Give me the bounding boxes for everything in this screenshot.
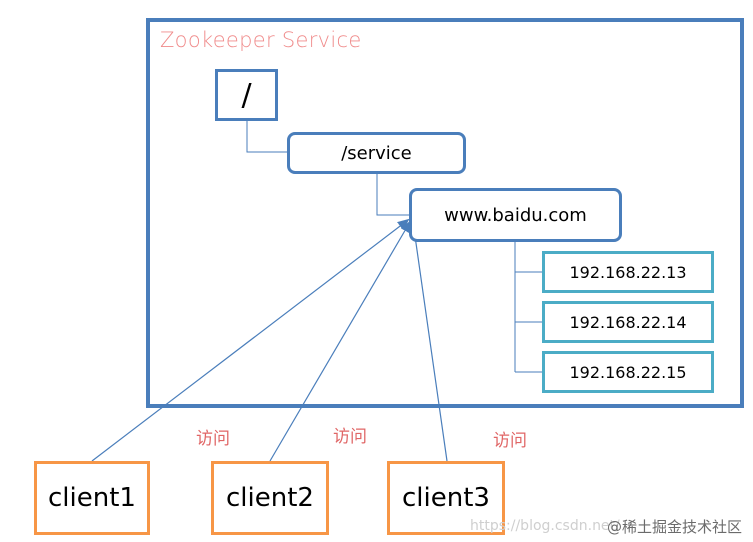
root-node: / xyxy=(215,69,278,121)
ip-node-3: 192.168.22.15 xyxy=(542,351,714,393)
connector-host-ips xyxy=(514,242,542,373)
service-node: /service xyxy=(287,132,466,174)
service-title: Zookeeper Service xyxy=(160,28,362,52)
client-node-1: client1 xyxy=(34,461,150,535)
connector-root-service xyxy=(246,121,287,153)
client-node-3: client3 xyxy=(387,461,505,535)
ip-node-1: 192.168.22.13 xyxy=(542,251,714,293)
access-label-2: 访问 xyxy=(333,427,367,447)
zookeeper-service-container xyxy=(146,18,744,408)
host-node: www.baidu.com xyxy=(409,188,622,242)
watermark-url: https://blog.csdn.net/ xyxy=(470,518,620,534)
client-node-2: client2 xyxy=(211,461,329,535)
watermark-brand: @稀土掘金技术社区 xyxy=(607,518,743,536)
connector-service-host xyxy=(376,174,409,216)
ip-node-2: 192.168.22.14 xyxy=(542,301,714,343)
access-label-3: 访问 xyxy=(493,431,527,451)
access-label-1: 访问 xyxy=(196,429,230,449)
arrow-client2 xyxy=(269,220,412,462)
arrow-client3 xyxy=(409,220,448,462)
arrow-client1 xyxy=(91,218,410,462)
